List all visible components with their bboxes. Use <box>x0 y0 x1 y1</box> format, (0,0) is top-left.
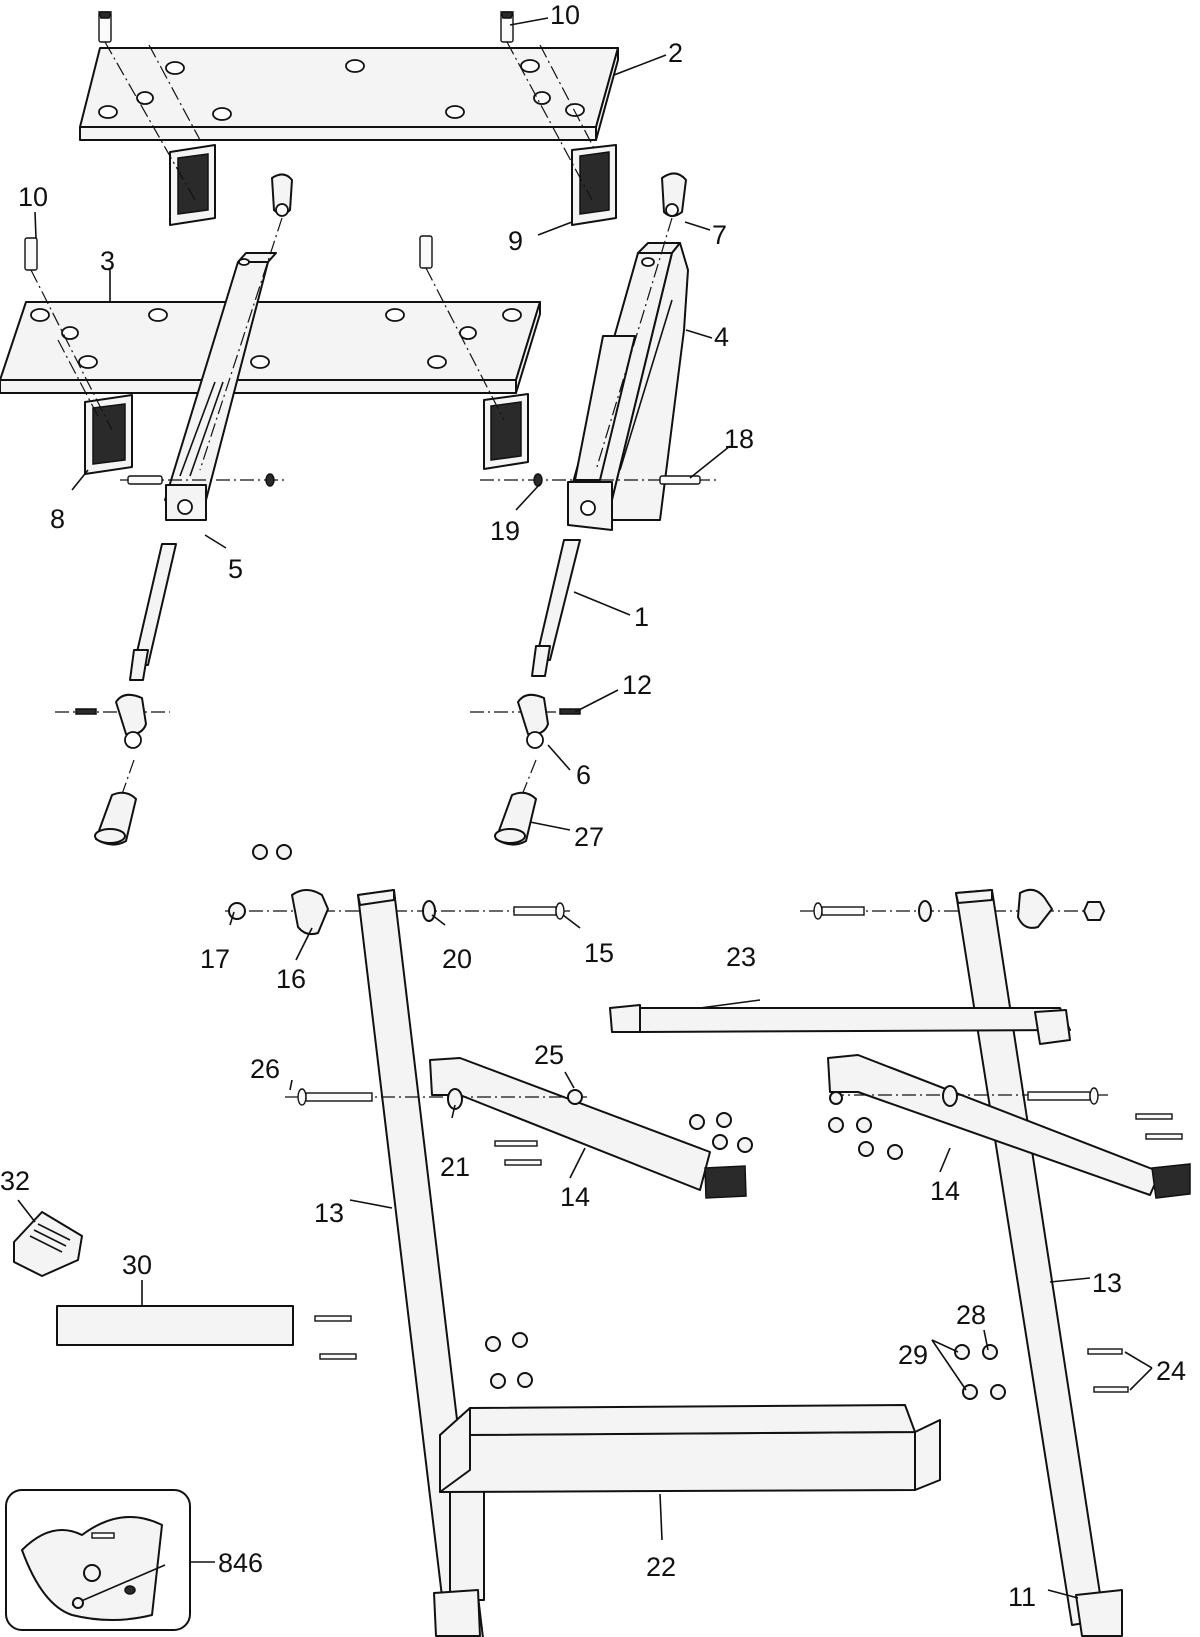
crank-handle-left <box>94 791 137 846</box>
callout-3: 3 <box>100 246 115 276</box>
callout-7: 7 <box>712 220 727 250</box>
clip-left <box>265 473 275 487</box>
bolt-26 <box>297 1088 373 1106</box>
washer-20 <box>422 900 436 922</box>
callout-26: 26 <box>250 1054 280 1084</box>
clamp-pivot-cap-right <box>661 172 687 217</box>
callout-4: 4 <box>714 322 729 352</box>
callout-20: 20 <box>442 944 472 974</box>
callout-9: 9 <box>508 226 523 256</box>
callout-23: 23 <box>726 942 756 972</box>
callout-30: 30 <box>122 1250 152 1280</box>
lower-rail-22 <box>439 1404 941 1493</box>
callout-13-left: 13 <box>314 1198 344 1228</box>
callout-1: 1 <box>634 602 649 632</box>
brace-right-14 <box>827 1054 1191 1199</box>
hardware-bag-846 <box>5 1489 191 1631</box>
brace-bolts-right <box>1135 1113 1183 1140</box>
brace-left-14 <box>429 1057 747 1199</box>
bolt-top-right-stand <box>813 902 865 920</box>
clamp-pivot-cap-left <box>271 173 293 217</box>
bolt-15 <box>513 902 565 920</box>
callout-12: 12 <box>622 670 652 700</box>
lead-screw-right <box>531 539 581 677</box>
callout-22: 22 <box>646 1552 676 1582</box>
pin-right <box>659 475 701 485</box>
callout-17: 17 <box>200 944 230 974</box>
callout-8: 8 <box>50 504 65 534</box>
swivel-grip-block-right <box>571 144 617 226</box>
lock-nut-17 <box>228 902 246 920</box>
callout-6: 6 <box>576 760 591 790</box>
pin-left <box>127 475 163 485</box>
callout-11: 11 <box>1008 1582 1036 1612</box>
callout-27: 27 <box>574 822 604 852</box>
callout-10-top: 10 <box>550 0 580 30</box>
callout-16: 16 <box>276 964 306 994</box>
lock-knob-16 <box>291 889 329 936</box>
nut-28 <box>982 1344 998 1360</box>
nut-right-top <box>1083 901 1105 921</box>
swivel-grip-block-front-right <box>483 393 529 470</box>
bolt-top-right <box>499 11 515 43</box>
callout-28: 28 <box>956 1300 986 1330</box>
accessory-tray-32 <box>13 1211 83 1277</box>
leg-foot-right <box>1075 1589 1123 1637</box>
callout-14-left: 14 <box>560 1182 590 1212</box>
callout-2: 2 <box>668 38 683 68</box>
handle-pivot-left <box>75 693 147 749</box>
leg-foot-left <box>433 1589 481 1637</box>
brace-nuts-right <box>828 1091 903 1160</box>
nut-top-a <box>252 844 292 860</box>
bolt-front-left <box>24 237 38 271</box>
callout-21: 21 <box>440 1152 470 1182</box>
label-plate-30 <box>56 1305 294 1346</box>
swivel-grip-block-front-left <box>84 394 133 475</box>
handle-pivot-right <box>517 693 581 749</box>
callout-13-right: 13 <box>1092 1268 1122 1298</box>
brace-nuts-left <box>689 1112 753 1153</box>
callout-32: 32 <box>0 1166 30 1196</box>
washer-right <box>918 900 932 922</box>
callout-14-right: 14 <box>930 1176 960 1206</box>
callout-29: 29 <box>898 1340 928 1370</box>
spacer-right <box>942 1085 958 1107</box>
callout-10-left: 10 <box>18 182 48 212</box>
bolt-24 <box>1087 1348 1129 1393</box>
brace-bolts-left <box>494 1140 542 1166</box>
callout-25: 25 <box>534 1040 564 1070</box>
nut-29 <box>954 1344 1006 1400</box>
top-rail-23 <box>609 1004 1071 1045</box>
clamp-tube-right <box>567 242 689 531</box>
swivel-grip-block-left <box>169 144 216 226</box>
bolt-right-brace <box>1027 1087 1099 1105</box>
leg-left <box>357 889 485 1637</box>
leg-right <box>955 889 1105 1626</box>
leader-lines <box>17 17 1153 1599</box>
lead-screw-left <box>129 543 177 681</box>
lower-rail-nuts-left <box>485 1332 533 1389</box>
lower-rail-bolts-left <box>314 1315 357 1360</box>
crank-handle-right <box>494 791 537 846</box>
callout-5: 5 <box>228 554 243 584</box>
bolt-top-left <box>97 11 113 43</box>
jaw-board-rear <box>79 47 619 141</box>
clip-right <box>533 473 543 487</box>
callout-846: 846 <box>218 1548 263 1578</box>
clamp-tube-left <box>164 252 277 521</box>
lock-knob-right <box>1017 888 1053 929</box>
jaw-board-front <box>0 301 541 394</box>
callout-labels: 10 2 9 7 10 3 4 18 8 19 5 1 12 6 27 17 1… <box>0 0 1186 1612</box>
bolt-front-right <box>419 235 433 269</box>
spacer-21 <box>447 1088 463 1110</box>
callout-15: 15 <box>584 938 614 968</box>
callout-24: 24 <box>1156 1356 1186 1386</box>
callout-18: 18 <box>724 424 754 454</box>
nut-25 <box>567 1089 583 1105</box>
callout-19: 19 <box>490 516 520 546</box>
